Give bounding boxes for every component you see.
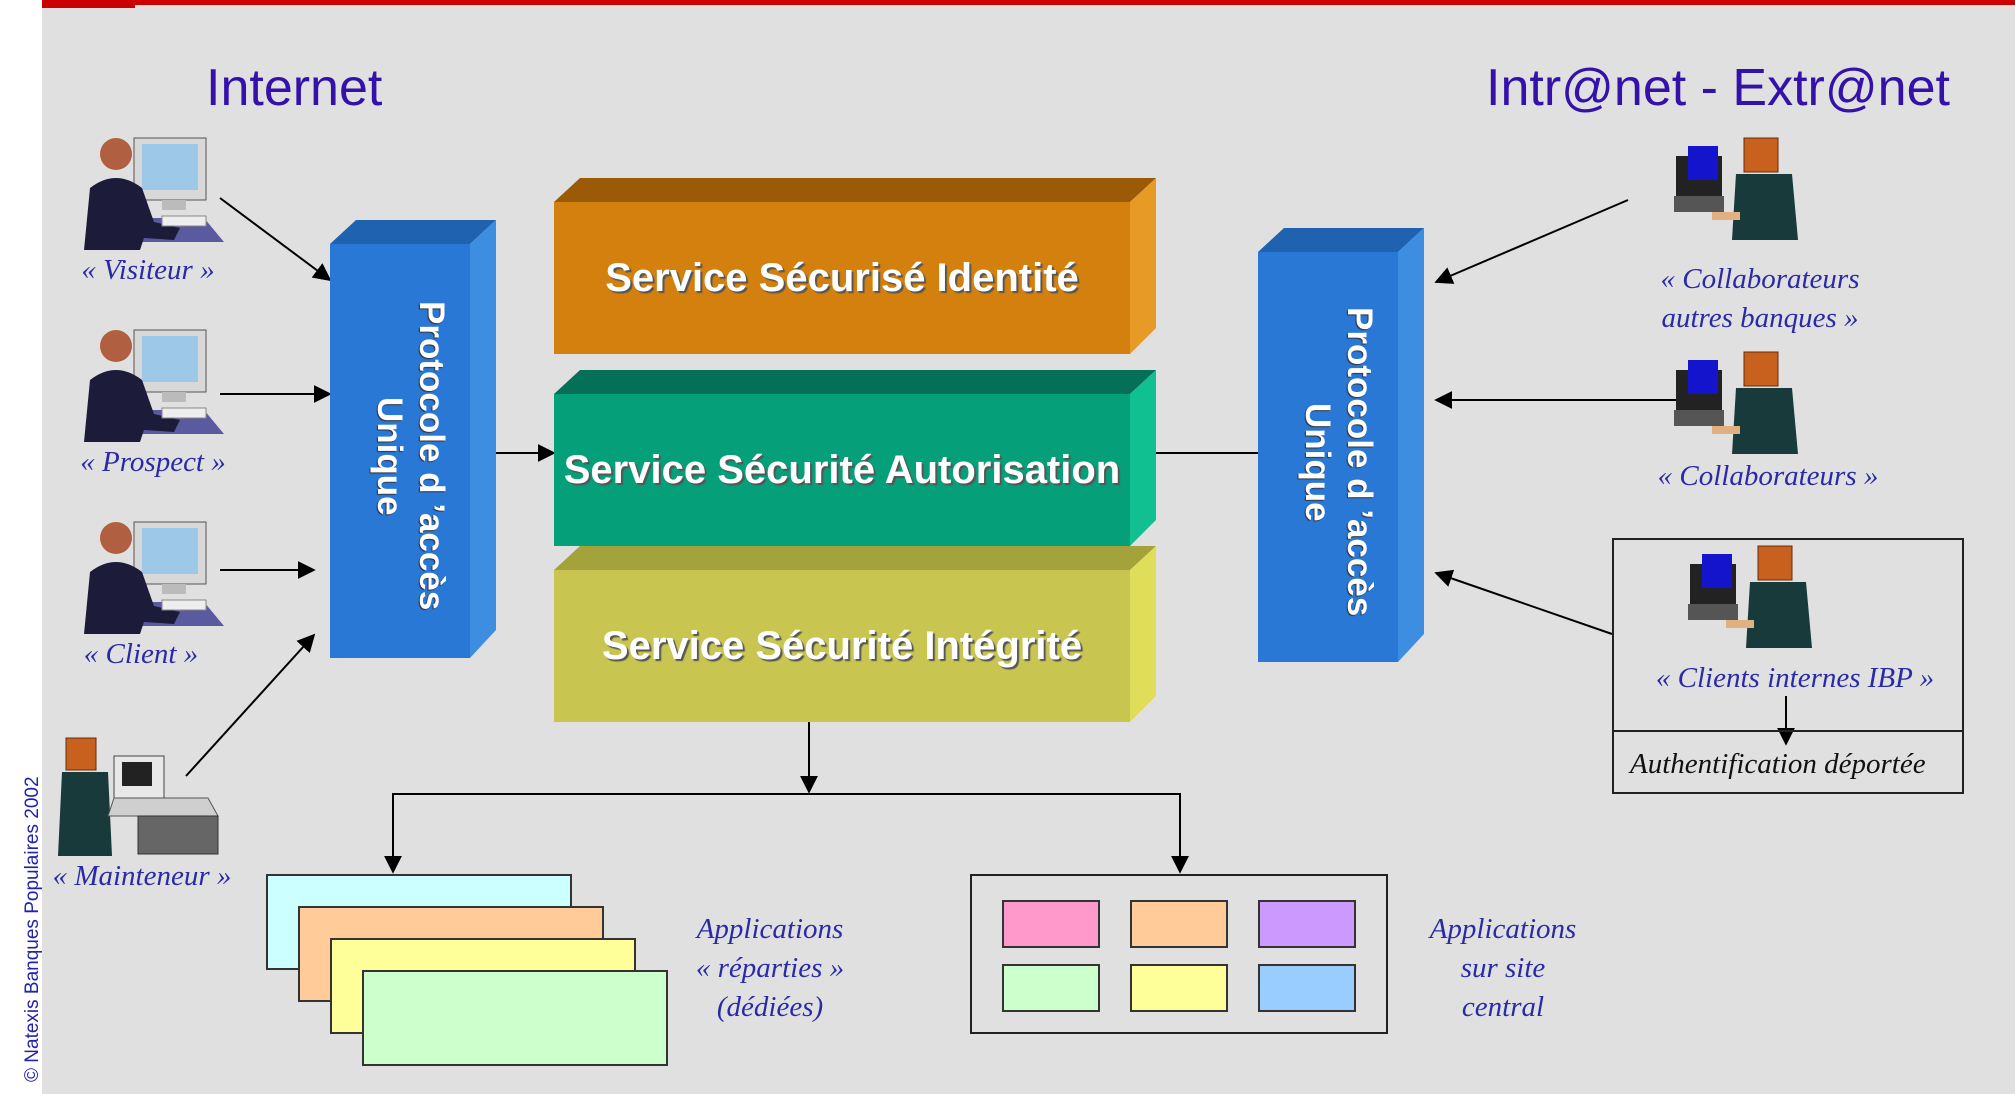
left-margin (0, 0, 42, 1094)
remote-auth-box (1612, 730, 1964, 794)
user-at-computer-icon (84, 137, 224, 250)
service-integrite-shape (554, 546, 1156, 722)
central-app-module (1258, 964, 1356, 1012)
central-site-box (970, 874, 1388, 1034)
service-identite-block: Service Sécurisé Identité (554, 178, 1156, 354)
user-at-computer-icon (84, 329, 224, 442)
service-autorisation-block: Service Sécurité Autorisation (554, 370, 1156, 546)
internet-title: Internet (206, 59, 383, 117)
remote-auth-label: Authentification déportée (1630, 748, 1926, 780)
central-app-module (1002, 964, 1100, 1012)
client-label: « Client » (83, 638, 199, 670)
service-identite-label: Service Sécurisé Identité (605, 255, 1079, 300)
service-identite-shape (554, 178, 1156, 354)
employee-at-workstation-icon (1674, 351, 1798, 454)
central-app-module (1130, 964, 1228, 1012)
service-integrite-label: Service Sécurité Intégrité (601, 623, 1083, 668)
employee-at-workstation-icon (1688, 545, 1812, 648)
clients-internes-label: « Clients internes IBP » (1655, 662, 1935, 694)
access-protocol-right-shape (1258, 228, 1424, 662)
collaborateurs-label: « Collaborateurs » (1657, 460, 1879, 492)
intranet-extranet-title: Intr@net - Extr@net (1486, 59, 1950, 117)
user-at-computer-icon (84, 521, 224, 634)
apps-distributed-label: Applications« réparties »(dédiées) (695, 913, 845, 1023)
central-app-module (1258, 900, 1356, 948)
service-integrite-block: Service Sécurité Intégrité (554, 546, 1156, 722)
central-app-module (1002, 900, 1100, 948)
top-rule (42, 0, 2015, 5)
central-app-module (1130, 900, 1228, 948)
visiteur-label: « Visiteur » (81, 254, 215, 286)
service-autorisation-label: Service Sécurité Autorisation (563, 447, 1121, 492)
access-protocol-left-shape (330, 220, 496, 658)
operator-at-terminal-icon (58, 737, 219, 856)
employee-at-workstation-icon (1674, 137, 1798, 240)
service-autorisation-shape (554, 370, 1156, 546)
top-rule-accent (42, 0, 135, 8)
mainteneur-label: « Mainteneur » (52, 860, 232, 892)
app-card (362, 970, 668, 1066)
prospect-label: « Prospect » (80, 446, 226, 478)
